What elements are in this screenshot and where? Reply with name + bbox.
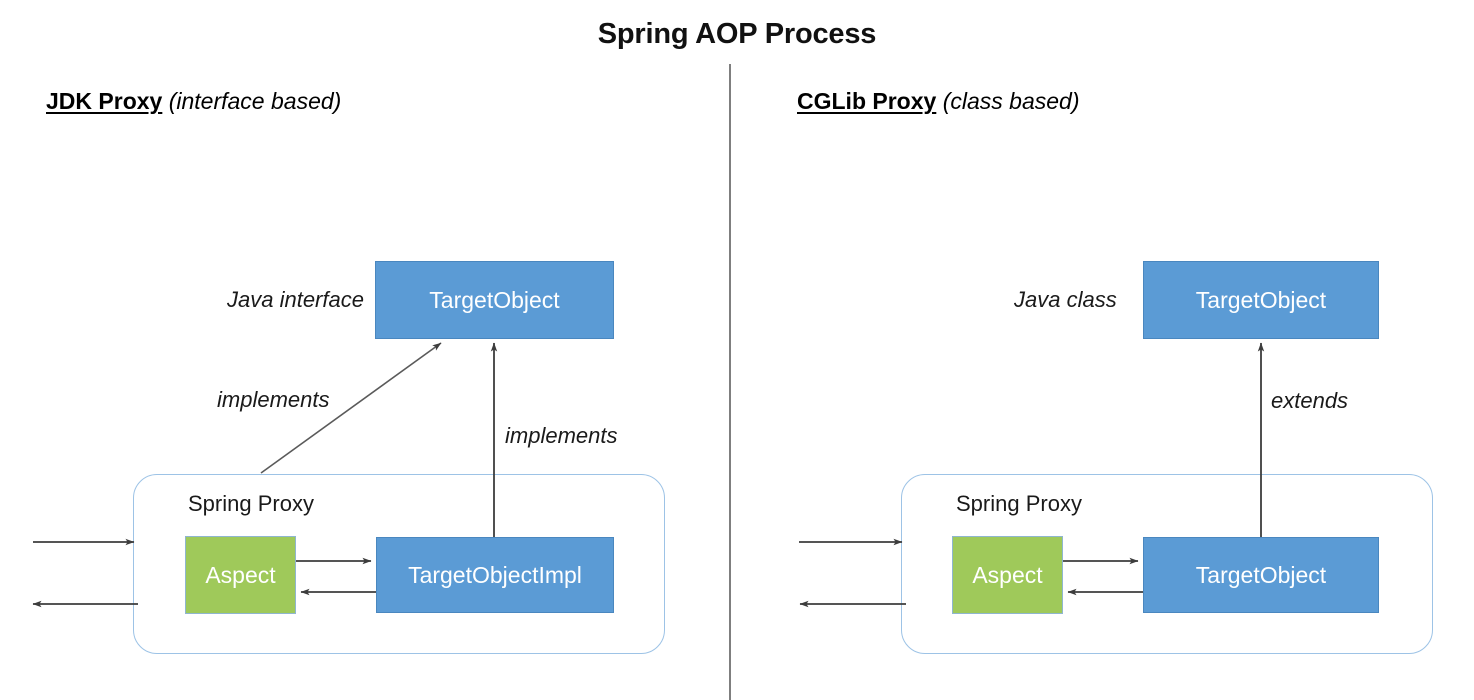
node-left-target-object-impl[interactable]: TargetObjectImpl	[376, 537, 614, 613]
node-left-target-object-label: TargetObject	[429, 286, 560, 313]
node-right-target-object-impl-label: TargetObject	[1195, 561, 1327, 588]
node-right-target-object-impl[interactable]: TargetObject	[1143, 537, 1379, 613]
node-left-aspect-label: Aspect	[205, 561, 276, 588]
node-left-target-object-impl-label: TargetObjectImpl	[408, 561, 582, 588]
label-java-class: Java class	[1014, 287, 1117, 312]
page-title: Spring AOP Process	[597, 18, 877, 50]
label-java-interface: Java interface	[227, 287, 364, 312]
container-right-spring-proxy	[901, 474, 1433, 654]
container-left-spring-proxy	[133, 474, 665, 654]
node-left-target-object[interactable]: TargetObject	[375, 261, 614, 339]
panel-heading-cglib: CGLib Proxy (class based)	[797, 88, 1079, 115]
node-left-aspect[interactable]: Aspect	[185, 536, 296, 614]
edge-label-left-implements-vertical: implements	[505, 423, 618, 448]
node-right-aspect-label: Aspect	[972, 561, 1043, 588]
panel-divider	[729, 64, 731, 700]
edge-label-left-implements-diagonal: implements	[217, 387, 330, 412]
panel-heading-jdk-sub: (interface based)	[168, 88, 342, 114]
panel-heading-jdk-main: JDK Proxy	[46, 88, 163, 114]
panel-heading-cglib-sub: (class based)	[942, 88, 1080, 114]
node-right-target-object[interactable]: TargetObject	[1143, 261, 1379, 339]
node-right-target-object-label: TargetObject	[1195, 286, 1327, 313]
edge-label-right-extends: extends	[1271, 388, 1349, 413]
label-left-spring-proxy: Spring Proxy	[188, 491, 314, 516]
panel-heading-jdk: JDK Proxy (interface based)	[46, 88, 341, 115]
node-right-aspect[interactable]: Aspect	[952, 536, 1063, 614]
panel-heading-cglib-main: CGLib Proxy	[797, 88, 937, 114]
label-right-spring-proxy: Spring Proxy	[956, 491, 1082, 516]
